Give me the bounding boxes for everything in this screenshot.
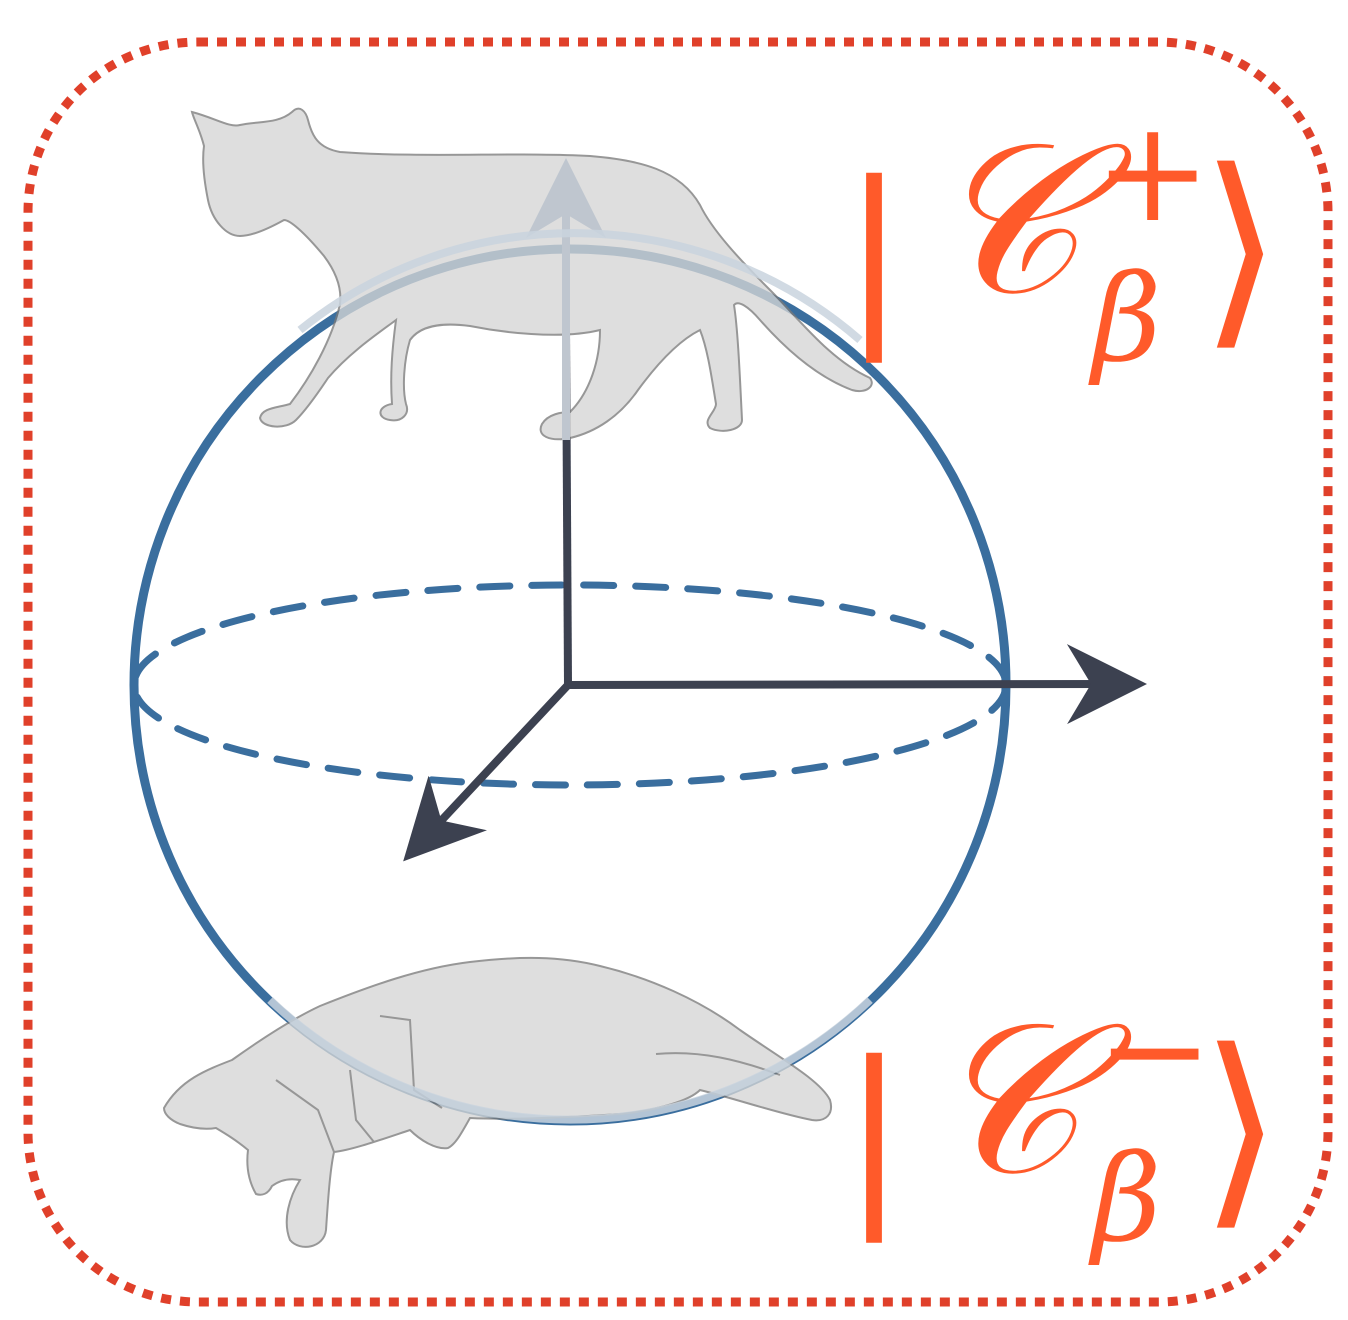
ket-minus-subscript: β [1088, 1130, 1161, 1269]
x-axis [403, 682, 571, 862]
sphere-overlay-top [297, 229, 863, 344]
ket-plus-superscript: + [1094, 91, 1211, 254]
ket-minus-left-bracket: | [842, 1022, 906, 1243]
ket-minus-right-bracket: ⟩ [1200, 1005, 1282, 1250]
ket-plus-label: | 𝒞 + β ⟩ [842, 91, 1282, 389]
sphere-overlay-bottom [267, 997, 873, 1124]
ket-plus-right-bracket: ⟩ [1200, 125, 1282, 370]
dotted-frame [23, 37, 1333, 1307]
ket-minus-label: | 𝒞 − β ⟩ [842, 969, 1282, 1269]
standing-cat-icon [190, 107, 873, 441]
y-axis [567, 644, 1147, 725]
ket-plus-subscript: β [1088, 250, 1161, 389]
ket-minus-superscript: − [1096, 969, 1213, 1132]
ket-plus-left-bracket: | [842, 142, 906, 363]
